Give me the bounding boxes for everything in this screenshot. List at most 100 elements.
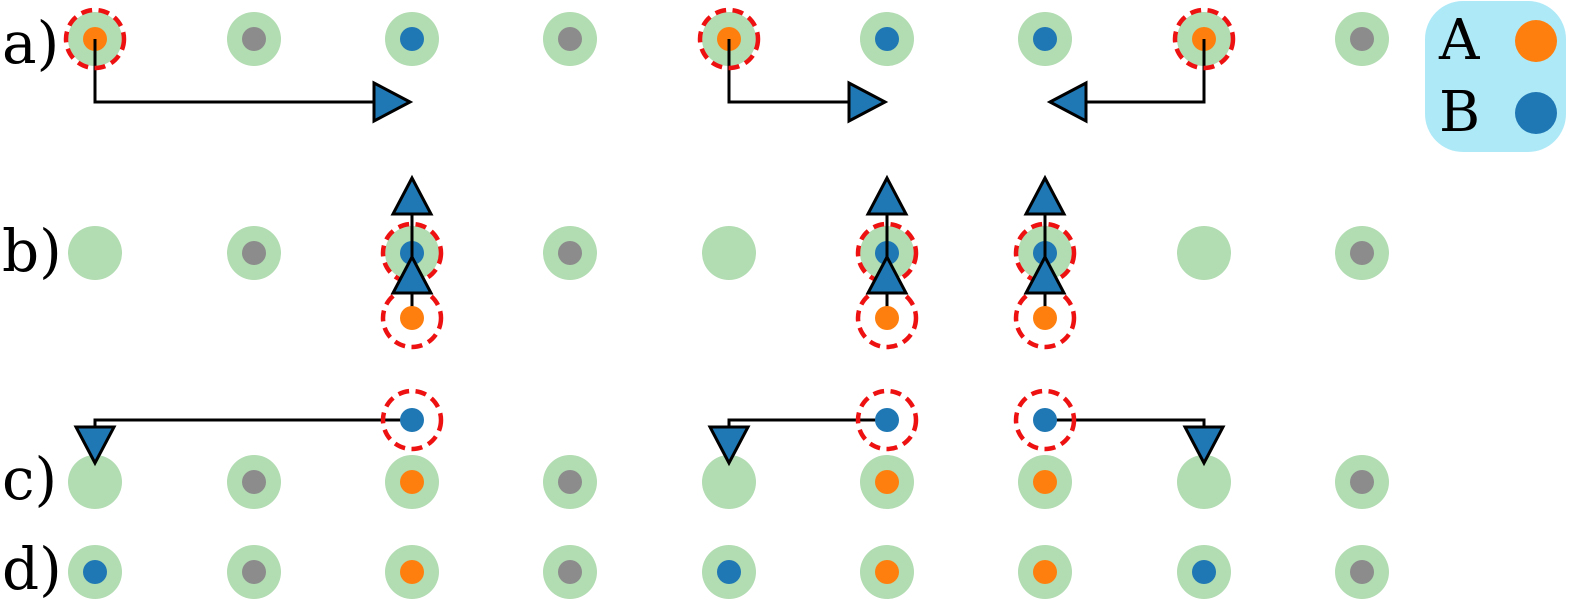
highlight-ring-c-6 [1013,388,1077,452]
site-b-7 [1177,226,1231,280]
site-c-1 [227,455,281,509]
site-a-1 [227,12,281,66]
legend: A B [1425,1,1566,152]
empty-marker [242,241,266,265]
site-d-8 [1335,545,1389,599]
highlight-ring-c-5 [855,388,919,452]
site-b-0 [68,226,122,280]
arrow-lines [93,39,1206,432]
site-disk [68,455,122,509]
empty-marker [558,470,582,494]
arrow-line-a-4 [727,39,880,104]
empty-marker [242,470,266,494]
legend-item-a: A [1439,11,1557,71]
empty-marker [1350,470,1374,494]
site-d-1 [227,545,281,599]
particle-a [1033,470,1057,494]
particle-b [1033,27,1057,51]
empty-marker [1350,27,1374,51]
site-c-0 [68,455,122,509]
empty-marker [558,27,582,51]
highlight-ring-b-lower-2 [380,286,444,350]
site-c-4 [702,455,756,509]
particle-b [83,560,107,584]
site-b-4 [702,226,756,280]
highlight-ring-a-0 [63,7,127,71]
arrow-line-a-0 [93,39,405,104]
site-b-1 [227,226,281,280]
particle-a [1033,560,1057,584]
particle-b [1192,560,1216,584]
site-disk [1177,455,1231,509]
particle-a [875,560,899,584]
arrow-head-a-0 [372,80,414,124]
site-c-6 [1018,455,1072,509]
arrow-head-b-top-2 [390,174,434,216]
highlight-ring-a-7 [1172,7,1236,71]
site-disk [1177,226,1231,280]
arrow-head-c-5 [707,425,751,467]
site-a-6 [1018,12,1072,66]
row-label-d: d) [2,535,62,603]
legend-label-a: A [1439,8,1480,73]
particle-b [400,27,424,51]
legend-item-b: B [1439,83,1557,143]
highlight-ring-b-lower-6 [1013,286,1077,350]
particle-a [875,470,899,494]
site-c-7 [1177,455,1231,509]
empty-marker [242,560,266,584]
row-label-a: a) [2,9,60,77]
arrow-head-b-top-6 [1023,174,1067,216]
site-a-5 [860,12,914,66]
particle-b [875,27,899,51]
empty-marker [242,27,266,51]
site-c-8 [1335,455,1389,509]
particle-b-moved-c-2 [400,408,424,432]
empty-marker [558,241,582,265]
site-c-3 [543,455,597,509]
site-a-3 [543,12,597,66]
site-d-4 [702,545,756,599]
site-d-2 [385,545,439,599]
site-disk [702,226,756,280]
highlight-ring-a-4 [697,7,761,71]
site-b-3 [543,226,597,280]
particle-b-moved-c-5 [875,408,899,432]
arrow-line-c-2 [93,418,412,432]
arrow-head-b-top-5 [865,174,909,216]
site-c-5 [860,455,914,509]
arrow-line-c-6 [1045,418,1206,432]
arrow-head-a-7 [1046,80,1088,124]
arrow-head-c-6 [1182,425,1226,467]
arrow-head-b-mid-2 [390,253,434,295]
empty-marker [1350,241,1374,265]
moved-particles [63,7,1236,452]
row-label-b: b) [2,217,62,285]
legend-swatch-b [1515,92,1557,134]
legend-label-b: B [1439,80,1481,145]
particle-a-moved-5 [875,306,899,330]
site-a-8 [1335,12,1389,66]
particle-a [400,560,424,584]
highlight-ring-b-lower-5 [855,286,919,350]
arrow-line-a-7 [1055,39,1206,104]
site-d-6 [1018,545,1072,599]
empty-marker [558,560,582,584]
arrow-head-b-mid-6 [1023,253,1067,295]
empty-marker [1350,560,1374,584]
arrow-head-a-4 [847,80,889,124]
arrow-line-c-5 [727,418,887,432]
particle-a-moved-6 [1033,306,1057,330]
particle-b-moved-c-6 [1033,408,1057,432]
legend-swatch-a [1515,20,1557,62]
site-d-3 [543,545,597,599]
particle-a [400,470,424,494]
site-b-8 [1335,226,1389,280]
arrow-heads [73,80,1226,467]
site-d-0 [68,545,122,599]
arrow-head-b-mid-5 [865,253,909,295]
particle-a-moved-2 [400,306,424,330]
site-c-2 [385,455,439,509]
site-d-5 [860,545,914,599]
